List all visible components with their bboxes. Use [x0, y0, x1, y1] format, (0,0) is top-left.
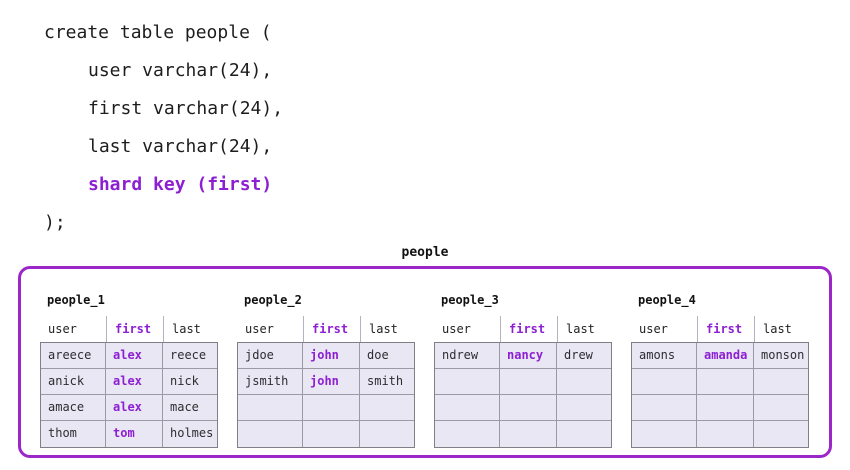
table-cell [500, 421, 557, 447]
column-header-last: last [360, 316, 415, 342]
table-cell: jdoe [238, 343, 303, 369]
column-header-first: first [106, 316, 163, 342]
table-cell [360, 395, 414, 421]
code-line: create table people ( [44, 22, 272, 43]
table-cell [557, 421, 611, 447]
column-header-last: last [163, 316, 218, 342]
shard-table-name: people_2 [244, 293, 302, 307]
table-cell [303, 395, 360, 421]
shard-table-name: people_1 [47, 293, 105, 307]
table-cell: reece [163, 343, 217, 369]
table-cell: john [303, 369, 360, 395]
code-line: last varchar(24), [88, 136, 273, 157]
table-cell [435, 421, 500, 447]
table-cell: nancy [500, 343, 557, 369]
table-cell: areece [41, 343, 106, 369]
table-cell: drew [557, 343, 611, 369]
table-cell [238, 421, 303, 447]
table-cell: alex [106, 395, 163, 421]
column-header-last: last [754, 316, 809, 342]
table-cell: amanda [697, 343, 754, 369]
code-line-shard-key: shard key (first) [88, 174, 273, 195]
column-header-user: user [48, 322, 77, 336]
table-cell [754, 369, 808, 395]
table-cell [697, 421, 754, 447]
table-cell [360, 421, 414, 447]
column-header-first: first [500, 316, 557, 342]
table-cell: jsmith [238, 369, 303, 395]
table-cell: mace [163, 395, 217, 421]
table-cell [754, 421, 808, 447]
column-header-user: user [639, 322, 668, 336]
column-header-first: first [303, 316, 360, 342]
column-header-user: user [442, 322, 471, 336]
table-cell [557, 369, 611, 395]
table-cell: amace [41, 395, 106, 421]
column-header-last: last [557, 316, 612, 342]
table-cell [238, 395, 303, 421]
shard-table-name: people_3 [441, 293, 499, 307]
table-cell [754, 395, 808, 421]
table-cell [435, 369, 500, 395]
table-cell [632, 369, 697, 395]
shard-table-name: people_4 [638, 293, 696, 307]
diagram-title: people [401, 245, 449, 260]
table-cell: thom [41, 421, 106, 447]
table-cell: anick [41, 369, 106, 395]
table-cell: ndrew [435, 343, 500, 369]
column-header-first: first [697, 316, 754, 342]
code-line: ); [44, 212, 66, 233]
table-cell: doe [360, 343, 414, 369]
table-cell: tom [106, 421, 163, 447]
table-cell: smith [360, 369, 414, 395]
table-cell [303, 421, 360, 447]
table-cell [557, 395, 611, 421]
table-cell: amons [632, 343, 697, 369]
table-cell [500, 395, 557, 421]
code-line: first varchar(24), [88, 98, 284, 119]
table-cell: holmes [163, 421, 217, 447]
table-cell [632, 421, 697, 447]
table-cell [697, 395, 754, 421]
table-cell: alex [106, 369, 163, 395]
table-cell [697, 369, 754, 395]
table-cell [632, 395, 697, 421]
table-cell: monson [754, 343, 808, 369]
table-cell: john [303, 343, 360, 369]
table-cell: alex [106, 343, 163, 369]
sql-create-table-code: create table people ( user varchar(24), fi… [44, 14, 283, 242]
column-header-user: user [245, 322, 274, 336]
table-cell [500, 369, 557, 395]
code-line: user varchar(24), [88, 60, 273, 81]
table-cell [435, 395, 500, 421]
table-cell: nick [163, 369, 217, 395]
